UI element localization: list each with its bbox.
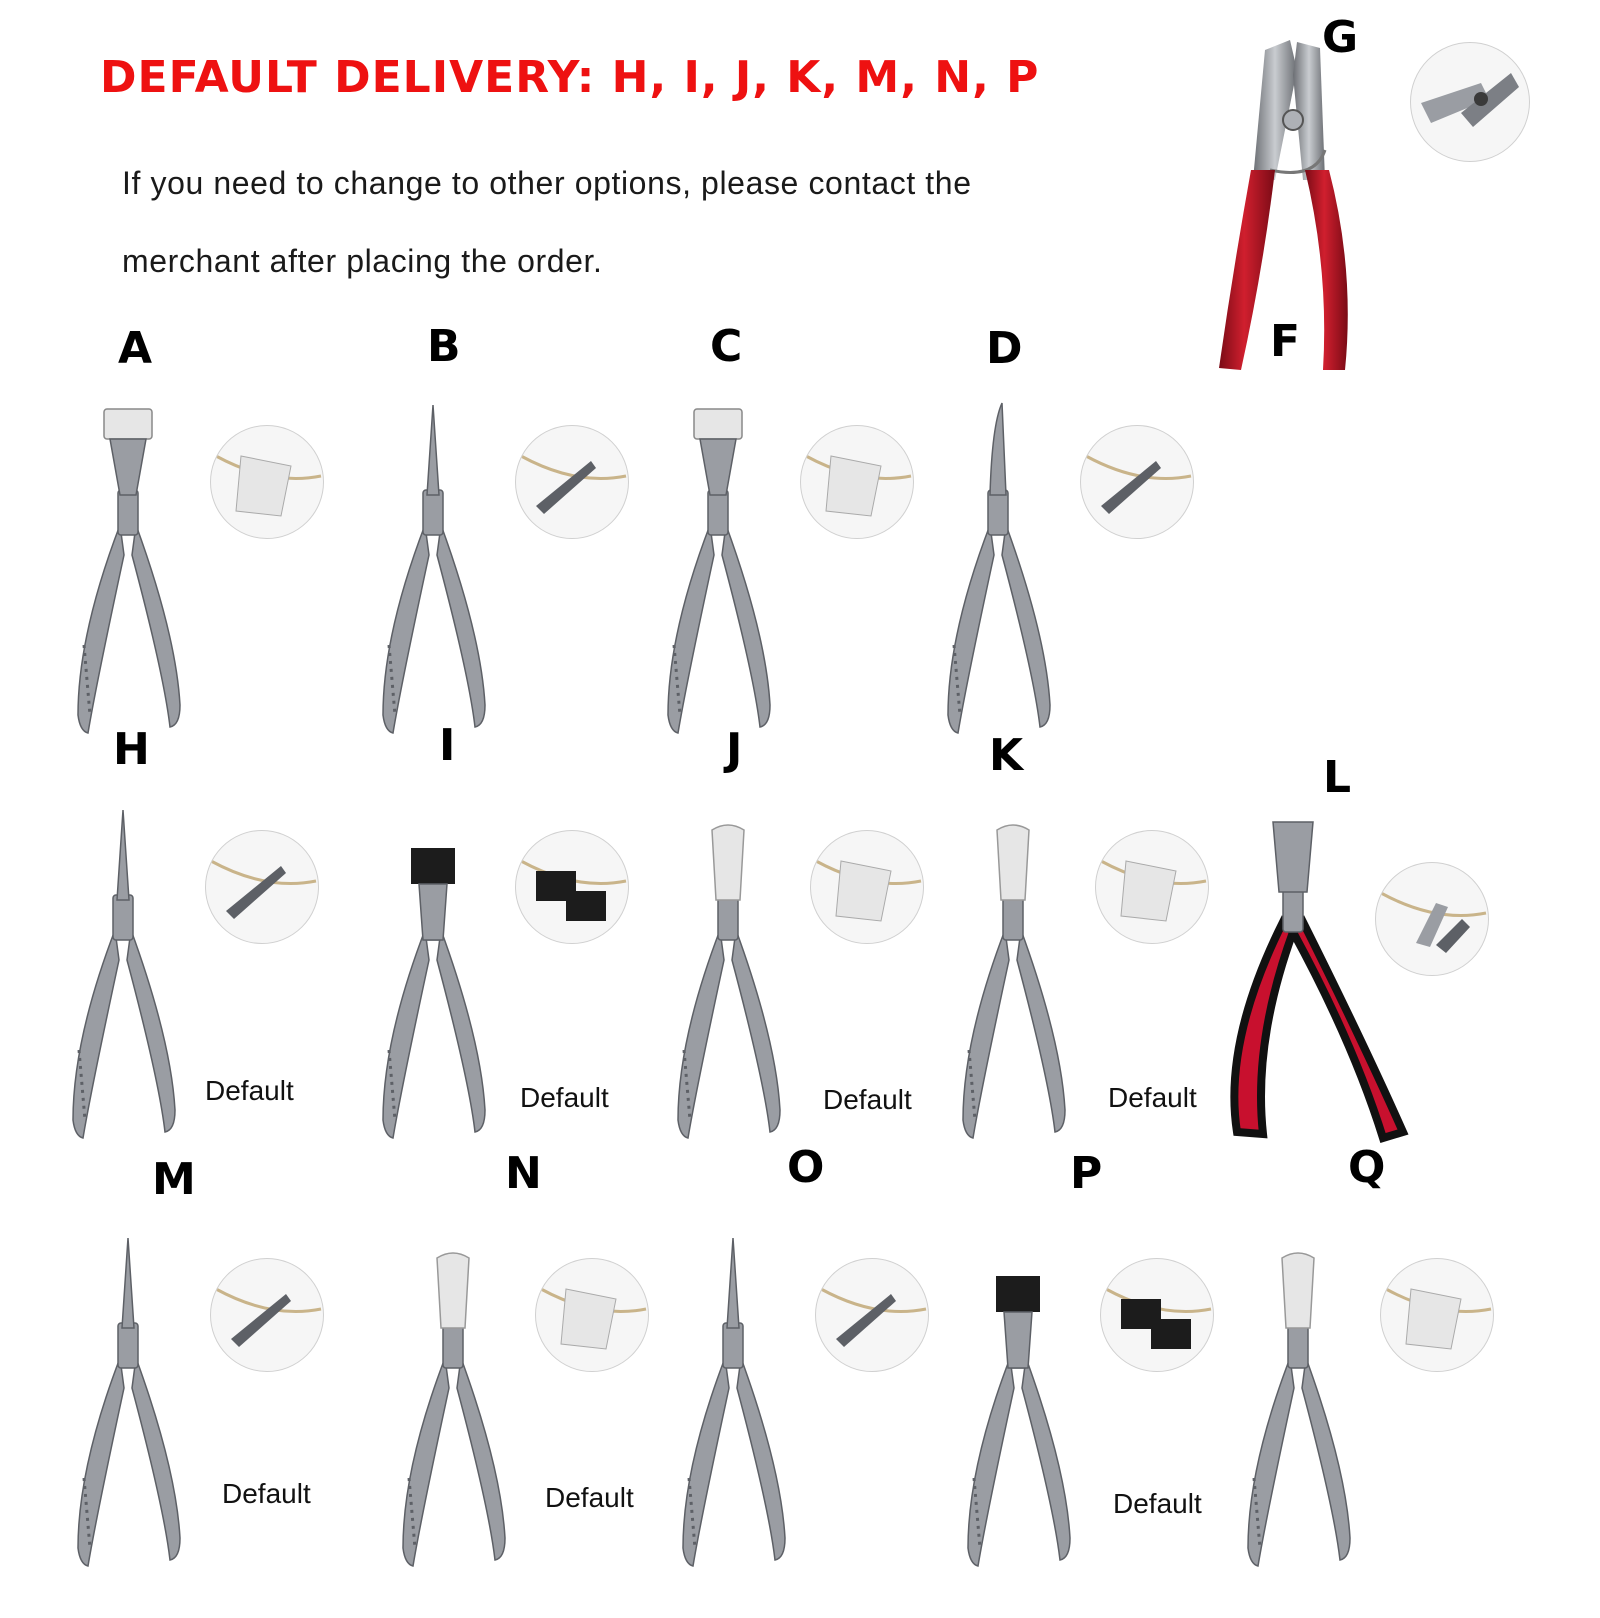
- option-letter-d: D: [986, 323, 1023, 374]
- default-label: Default: [1108, 1082, 1197, 1113]
- option-letter-g: G: [1322, 12, 1359, 63]
- option-letter-n: N: [505, 1148, 542, 1199]
- default-label: Default: [1113, 1488, 1202, 1519]
- option-letter-k: K: [989, 730, 1024, 781]
- plier-detail-loupe-h: [205, 830, 319, 944]
- plier-detail-loupe-p: [1100, 1258, 1214, 1372]
- plier-option-p: P Default: [950, 1148, 1250, 1567]
- plier-detail-loupe-m: [210, 1258, 324, 1372]
- plier-option-o: O: [665, 1142, 965, 1567]
- plier-option-i: I Default: [365, 720, 665, 1139]
- default-delivery-headline: DEFAULT DELIVERY: H, I, J, K, M, N, P: [100, 52, 1040, 103]
- plier-detail-loupe-k: [1095, 830, 1209, 944]
- default-label: Default: [545, 1482, 634, 1513]
- plier-image-g: [1219, 40, 1348, 370]
- plier-option-n: N Default: [385, 1148, 685, 1567]
- plier-option-c: C: [650, 315, 950, 734]
- plier-detail-loupe-d: [1080, 425, 1194, 539]
- option-letter-j: J: [726, 724, 743, 775]
- option-letter-m: M: [152, 1154, 196, 1205]
- default-label: Default: [520, 1082, 609, 1113]
- plier-detail-loupe-b: [515, 425, 629, 539]
- plier-detail-loupe-j: [810, 830, 924, 944]
- option-letter-q: Q: [1348, 1142, 1386, 1193]
- plier-option-h: H Default: [55, 720, 355, 1139]
- option-letter-p: P: [1070, 1148, 1103, 1199]
- plier-detail-loupe-c: [800, 425, 914, 539]
- option-letter-a: A: [118, 323, 153, 374]
- option-letter-i: I: [439, 720, 456, 771]
- default-label: Default: [222, 1478, 311, 1509]
- plier-option-j: J Default: [660, 720, 960, 1139]
- plier-option-b: B: [365, 315, 665, 734]
- plier-detail-loupe-i: [515, 830, 629, 944]
- plier-detail-loupe-a: [210, 425, 324, 539]
- plier-detail-loupe-n: [535, 1258, 649, 1372]
- plier-option-k: K Default: [945, 720, 1245, 1139]
- option-letter-o: O: [787, 1142, 825, 1193]
- plier-detail-loupe-q: [1380, 1258, 1494, 1372]
- option-letter-l: L: [1323, 752, 1352, 803]
- plier-detail-loupe-g: [1410, 42, 1530, 162]
- option-letter-b: B: [427, 321, 461, 372]
- plier-option-d: D: [930, 315, 1230, 734]
- change-option-note: If you need to change to other options, …: [122, 165, 972, 279]
- plier-option-l: L: [1225, 752, 1525, 1152]
- default-label: Default: [823, 1084, 912, 1115]
- plier-option-a: A: [60, 315, 360, 734]
- option-letter-f: F: [1270, 316, 1301, 367]
- plier-option-q: Q: [1230, 1142, 1530, 1567]
- plier-detail-loupe-o: [815, 1258, 929, 1372]
- default-label: Default: [205, 1075, 294, 1106]
- option-letter-h: H: [113, 724, 150, 775]
- plier-option-m: M Default: [60, 1148, 360, 1567]
- option-letter-c: C: [710, 321, 743, 372]
- plier-detail-loupe-l: [1375, 862, 1489, 976]
